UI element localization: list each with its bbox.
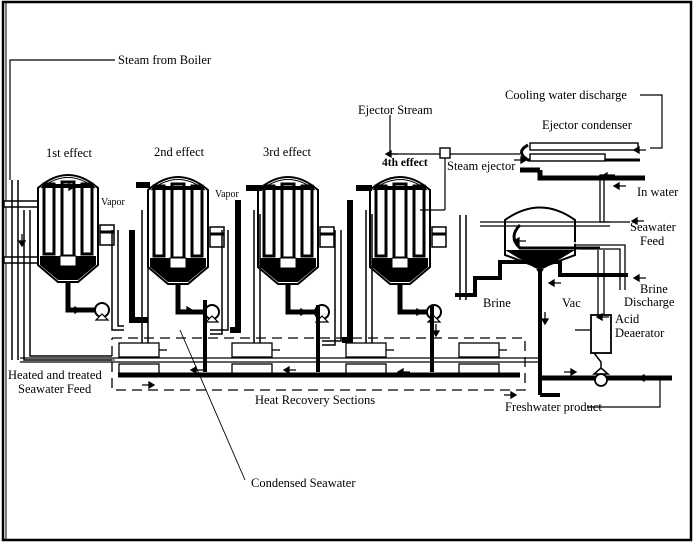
label-seawater-feed-2: Feed — [640, 234, 665, 248]
label-effect-1: 1st effect — [46, 146, 92, 160]
label-heated-feed-2: Seawater Feed — [18, 382, 92, 396]
label-seawater-feed-1: Seawater — [630, 220, 676, 234]
label-cooling-water-discharge: Cooling water discharge — [505, 88, 627, 102]
label-vac: Vac — [562, 296, 581, 310]
heat-recovery-box — [111, 337, 526, 391]
label-vapor-2: Vapor — [215, 189, 239, 200]
freshwater-product-line — [587, 378, 661, 408]
heat-recovery-section-3 — [345, 342, 394, 375]
heat-recovery-section-1 — [118, 342, 167, 375]
flow-arrow-icon — [180, 305, 194, 315]
label-ejector-stream: Ejector Stream — [358, 103, 433, 117]
flow-arrow-icon — [384, 149, 398, 159]
flow-arrow-icon — [637, 373, 651, 383]
label-in-water: In water — [637, 185, 679, 199]
ejector-condenser — [520, 142, 645, 181]
flow-arrow-icon — [632, 273, 646, 283]
label-freshwater-product: Freshwater product — [505, 400, 602, 414]
steam-from-boiler-line — [9, 59, 115, 180]
label-vapor-1: Vapor — [101, 197, 125, 208]
flow-arrow-icon — [547, 278, 561, 288]
seawater-feed-line — [575, 174, 630, 290]
acid-deaerator — [575, 250, 612, 387]
label-deaerator: Deaerator — [615, 326, 665, 340]
flow-arrow-icon — [189, 365, 203, 375]
flow-arrow-icon — [630, 216, 644, 226]
flow-arrow-icon — [62, 182, 76, 192]
flow-arrow-icon — [514, 155, 528, 165]
label-heated-feed-1: Heated and treated — [8, 368, 102, 382]
effect-vessel-1 — [37, 174, 115, 321]
flow-arrow-icon — [17, 234, 27, 248]
flow-arrow-icon — [612, 181, 626, 191]
distillate-lines — [203, 300, 434, 372]
label-steam-from-boiler: Steam from Boiler — [118, 53, 212, 67]
final-condenser — [480, 206, 610, 397]
flow-arrow-icon — [535, 262, 545, 276]
label-heat-recovery: Heat Recovery Sections — [255, 393, 376, 407]
flow-arrow-icon — [68, 305, 82, 315]
flow-arrow-icon — [632, 145, 646, 155]
effect-vessel-3 — [257, 176, 335, 323]
effect-vessel-4 — [369, 176, 447, 323]
flow-arrow-icon — [595, 312, 609, 322]
flow-arrow-icon — [294, 307, 308, 317]
cooling-water-discharge-line — [640, 94, 663, 149]
flow-arrow-icon — [142, 380, 156, 390]
label-condensed-seawater: Condensed Seawater — [251, 476, 356, 490]
label-brine-discharge-1: Brine — [640, 282, 668, 296]
condensed-seawater-leader — [179, 329, 246, 481]
flow-arrow-icon — [600, 171, 614, 181]
label-brine: Brine — [483, 296, 511, 310]
flow-arrow-icon — [564, 367, 578, 377]
effect-vessel-2 — [147, 176, 225, 323]
flow-arrow-icon — [282, 365, 296, 375]
flow-arrow-icon — [512, 236, 526, 246]
label-effect-2: 2nd effect — [154, 145, 205, 159]
label-ejector-condenser: Ejector condenser — [542, 118, 632, 132]
label-brine-discharge-2: Discharge — [624, 295, 675, 309]
flow-arrow-icon — [540, 312, 550, 326]
flow-arrow-icon — [504, 390, 518, 400]
flow-arrow-icon — [431, 324, 441, 338]
label-steam-ejector: Steam ejector — [447, 159, 516, 173]
label-effect-3: 3rd effect — [263, 145, 312, 159]
flow-arrow-icon — [396, 367, 410, 377]
label-effect-4: 4th effect — [382, 157, 428, 169]
flow-arrow-icon — [410, 307, 424, 317]
label-acid: Acid — [615, 312, 640, 326]
brine-line — [455, 260, 628, 297]
